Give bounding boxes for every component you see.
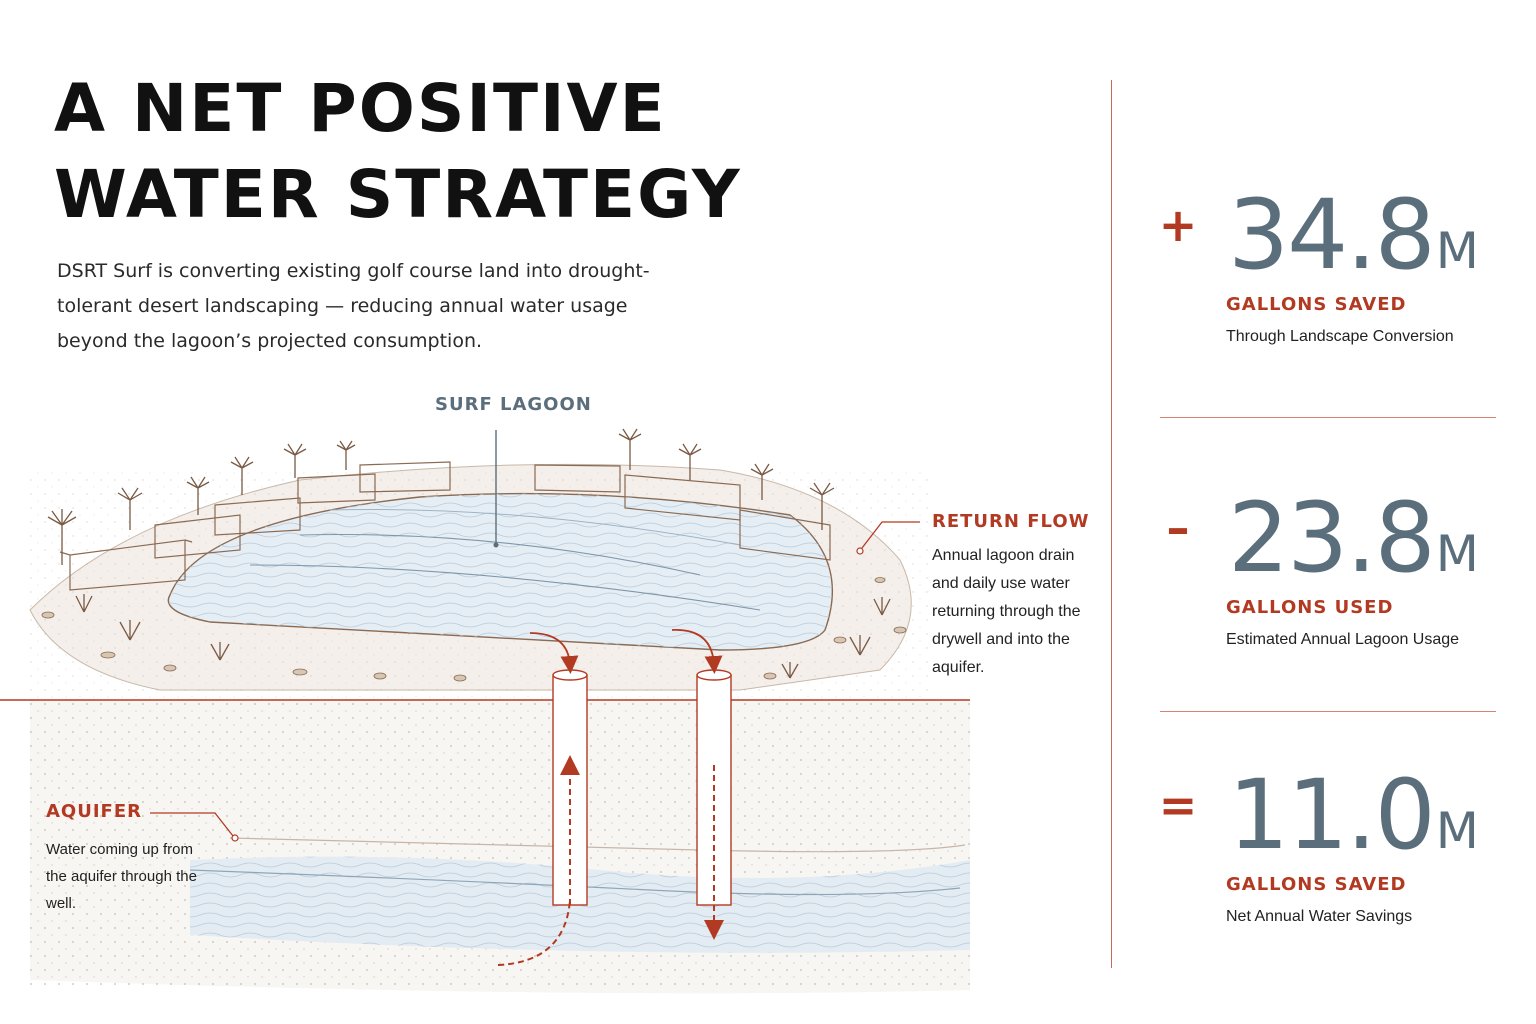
title-line-1: A NET POSITIVE (54, 70, 667, 147)
stat-landscape-savings: + 34.8M GALLONS SAVED Through Landscape … (1158, 180, 1498, 345)
stat-operator: + (1158, 198, 1198, 252)
surf-lagoon (167, 492, 833, 651)
return-flow-description: Annual lagoon drain and daily use water … (932, 547, 1081, 676)
return-flow-leader (861, 521, 920, 549)
stat-label: GALLONS SAVED (1226, 874, 1407, 895)
stat-value: 34.8M (1228, 179, 1479, 291)
intro-paragraph: DSRT Surf is converting existing golf co… (57, 260, 650, 352)
cabanas (59, 461, 831, 591)
page-title: A NET POSITIVE WATER STRATEGY (54, 66, 742, 238)
return-flow-title: RETURN FLOW (932, 511, 1090, 532)
lagoon-label: SURF LAGOON (435, 394, 592, 415)
return-flow-dot (856, 547, 864, 555)
stat-sublabel: Through Landscape Conversion (1226, 328, 1454, 345)
drywell-pipe (671, 629, 732, 940)
stat-net-savings: = 11.0M GALLONS SAVED Net Annual Water S… (1158, 760, 1498, 925)
stat-operator: – (1166, 501, 1190, 555)
stat-sublabel: Net Annual Water Savings (1226, 908, 1413, 925)
stat-label: GALLONS SAVED (1226, 294, 1407, 315)
stat-value: 23.8M (1228, 482, 1479, 594)
stat-lagoon-usage: – 23.8M GALLONS USED Estimated Annual La… (1158, 483, 1498, 648)
aquifer-dot (231, 834, 239, 842)
stat-divider-1 (1160, 417, 1496, 418)
aquifer-description: Water coming up from the aquifer through… (46, 841, 197, 912)
water-cycle-illustration (0, 428, 970, 994)
well-pipe (497, 632, 588, 966)
aquifer-leader (150, 812, 234, 837)
vertical-divider (1111, 80, 1112, 968)
stat-operator: = (1158, 778, 1198, 832)
aquifer-title: AQUIFER (46, 801, 142, 822)
stat-label: GALLONS USED (1226, 597, 1394, 618)
title-line-2: WATER STRATEGY (54, 156, 742, 233)
stat-divider-2 (1160, 711, 1496, 712)
stat-value: 11.0M (1228, 759, 1479, 871)
desert-rocks (41, 577, 907, 682)
palm-trees (47, 428, 891, 679)
lagoon-pointer-dot (493, 542, 499, 548)
stat-sublabel: Estimated Annual Lagoon Usage (1226, 631, 1460, 648)
